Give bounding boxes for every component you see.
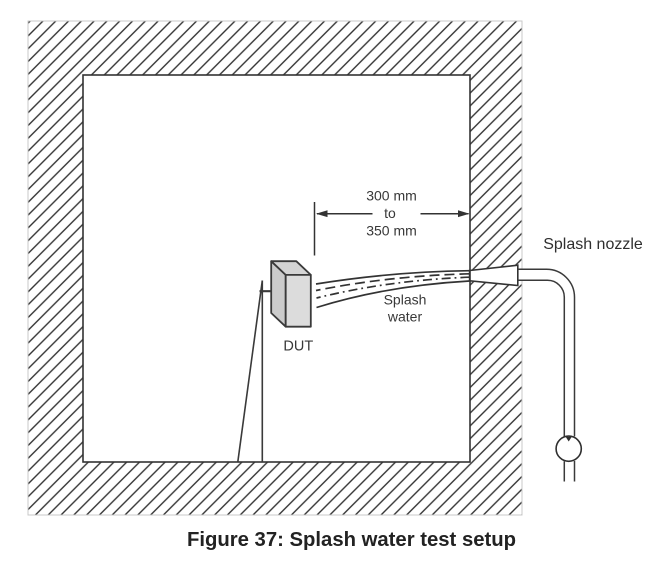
supply-pipe — [517, 268, 576, 482]
dimension-arrow-left-icon — [316, 210, 328, 218]
spray-dashed-line — [315, 272, 470, 292]
flow-direction-arrow-icon — [565, 436, 572, 442]
splash-water-label-line2: water — [387, 308, 423, 324]
dimension-label-line2: to — [384, 205, 396, 221]
dimension-annotation — [313, 202, 470, 256]
pipe-outer-line — [517, 268, 576, 437]
dimension-label-line3: 350 mm — [366, 222, 417, 238]
dimension-label-line1: 300 mm — [366, 187, 417, 203]
chamber-inner-edge — [82, 74, 471, 463]
splash-nozzle-label: Splash nozzle — [543, 236, 643, 253]
splash-water-label-line1: Splash — [384, 291, 427, 307]
spray-bottom-line — [316, 280, 470, 309]
pipe-inner-line — [517, 279, 566, 437]
pipe-interior — [517, 269, 575, 437]
pump-symbol — [555, 435, 583, 463]
figure-caption: Figure 37: Splash water test setup — [187, 529, 516, 551]
stand-diagonal-leg — [237, 280, 264, 463]
dut-label: DUT — [283, 338, 313, 354]
pump-circle — [555, 435, 583, 463]
spray-top-line — [315, 269, 470, 285]
dut-box — [270, 260, 312, 328]
chamber-wall — [27, 20, 523, 516]
dimension-arrow-right-icon — [458, 210, 470, 218]
dut-front-face — [284, 273, 312, 328]
dimension-label: 300 mm to 350 mm — [366, 187, 417, 238]
chamber-wall-hatch — [28, 21, 522, 515]
splash-water-spray — [315, 269, 470, 309]
chamber-outer-edge — [27, 20, 523, 516]
splash-water-label: Splash water — [384, 291, 427, 324]
spray-dashdot-line — [316, 276, 470, 299]
